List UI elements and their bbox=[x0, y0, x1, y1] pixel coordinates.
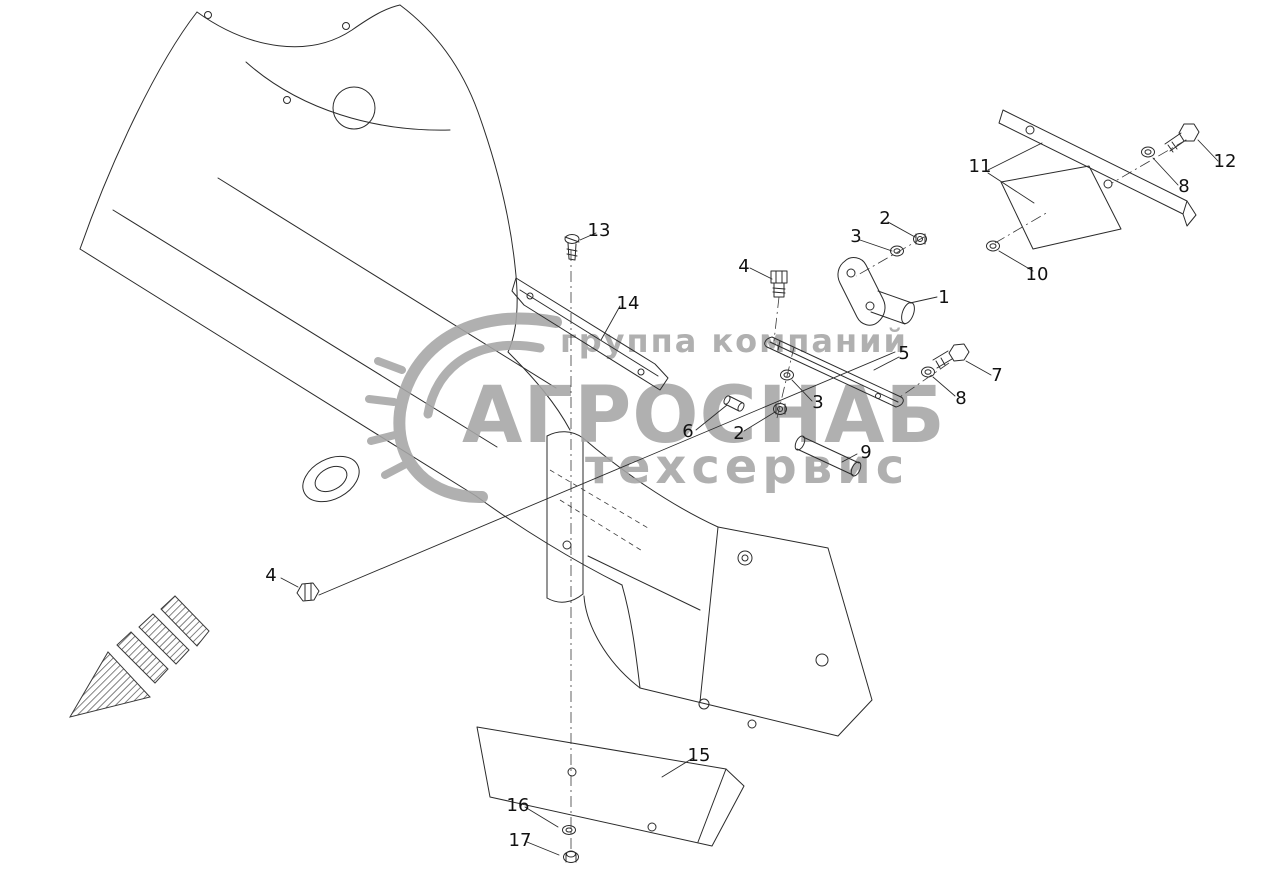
part-label-2-top: 2 bbox=[879, 208, 890, 229]
part-plate-15 bbox=[476, 726, 745, 847]
watermark-line1: группа компаний bbox=[560, 322, 908, 360]
part-bracket-11 bbox=[998, 109, 1197, 250]
part-label-17: 17 bbox=[509, 830, 532, 851]
part-label-10: 10 bbox=[1026, 264, 1049, 285]
watermark-emblem bbox=[393, 312, 562, 504]
part-label-3-top: 3 bbox=[850, 226, 861, 247]
part-washer-3-mid bbox=[780, 369, 794, 381]
part-screw-13 bbox=[564, 234, 580, 261]
part-label-1: 1 bbox=[938, 287, 949, 308]
part-label-2-mid: 2 bbox=[733, 423, 744, 444]
part-washer-10 bbox=[986, 240, 1000, 252]
part-bracket-14 bbox=[511, 277, 669, 391]
part-label-6: 6 bbox=[682, 421, 693, 442]
part-label-12: 12 bbox=[1214, 151, 1237, 172]
part-washer-16 bbox=[562, 825, 576, 835]
axis-lines bbox=[570, 139, 1187, 852]
part-label-15: 15 bbox=[688, 745, 711, 766]
part-label-11: 11 bbox=[969, 156, 992, 177]
part-washer-8-mid bbox=[921, 366, 935, 378]
part-label-8-mid: 8 bbox=[955, 388, 966, 409]
part-nut-17 bbox=[563, 850, 579, 863]
watermark-line3: техсервис bbox=[585, 439, 909, 495]
part-nut-2-top bbox=[913, 233, 927, 245]
part-bolt-4-bottom bbox=[296, 351, 896, 602]
direction-arrow bbox=[68, 595, 210, 718]
part-bar-5 bbox=[764, 336, 904, 408]
part-label-5: 5 bbox=[898, 343, 909, 364]
part-label-9: 9 bbox=[860, 442, 871, 463]
part-label-4-bottom: 4 bbox=[265, 565, 276, 586]
part-label-3-mid: 3 bbox=[812, 392, 823, 413]
part-label-7: 7 bbox=[991, 365, 1002, 386]
part-label-8-top: 8 bbox=[1178, 176, 1189, 197]
part-bolt-7 bbox=[932, 343, 970, 369]
callout-labels: 13 14 4 3 2 1 11 12 8 10 5 7 8 3 2 6 9 4… bbox=[265, 151, 1236, 851]
part-bolt-12 bbox=[1164, 123, 1200, 153]
part-bolt-4-top bbox=[770, 270, 788, 298]
part-nut-2-mid bbox=[773, 403, 787, 415]
watermark: группа компаний АГРОСНАБ техсервис bbox=[365, 312, 945, 504]
part-plug-1 bbox=[837, 257, 915, 326]
part-label-4-top: 4 bbox=[738, 256, 749, 277]
part-label-14: 14 bbox=[617, 293, 640, 314]
part-label-16: 16 bbox=[507, 795, 530, 816]
part-washer-8-top bbox=[1141, 146, 1155, 158]
leader-lines bbox=[280, 139, 1219, 856]
part-tube-9 bbox=[794, 435, 862, 477]
part-label-13: 13 bbox=[588, 220, 611, 241]
